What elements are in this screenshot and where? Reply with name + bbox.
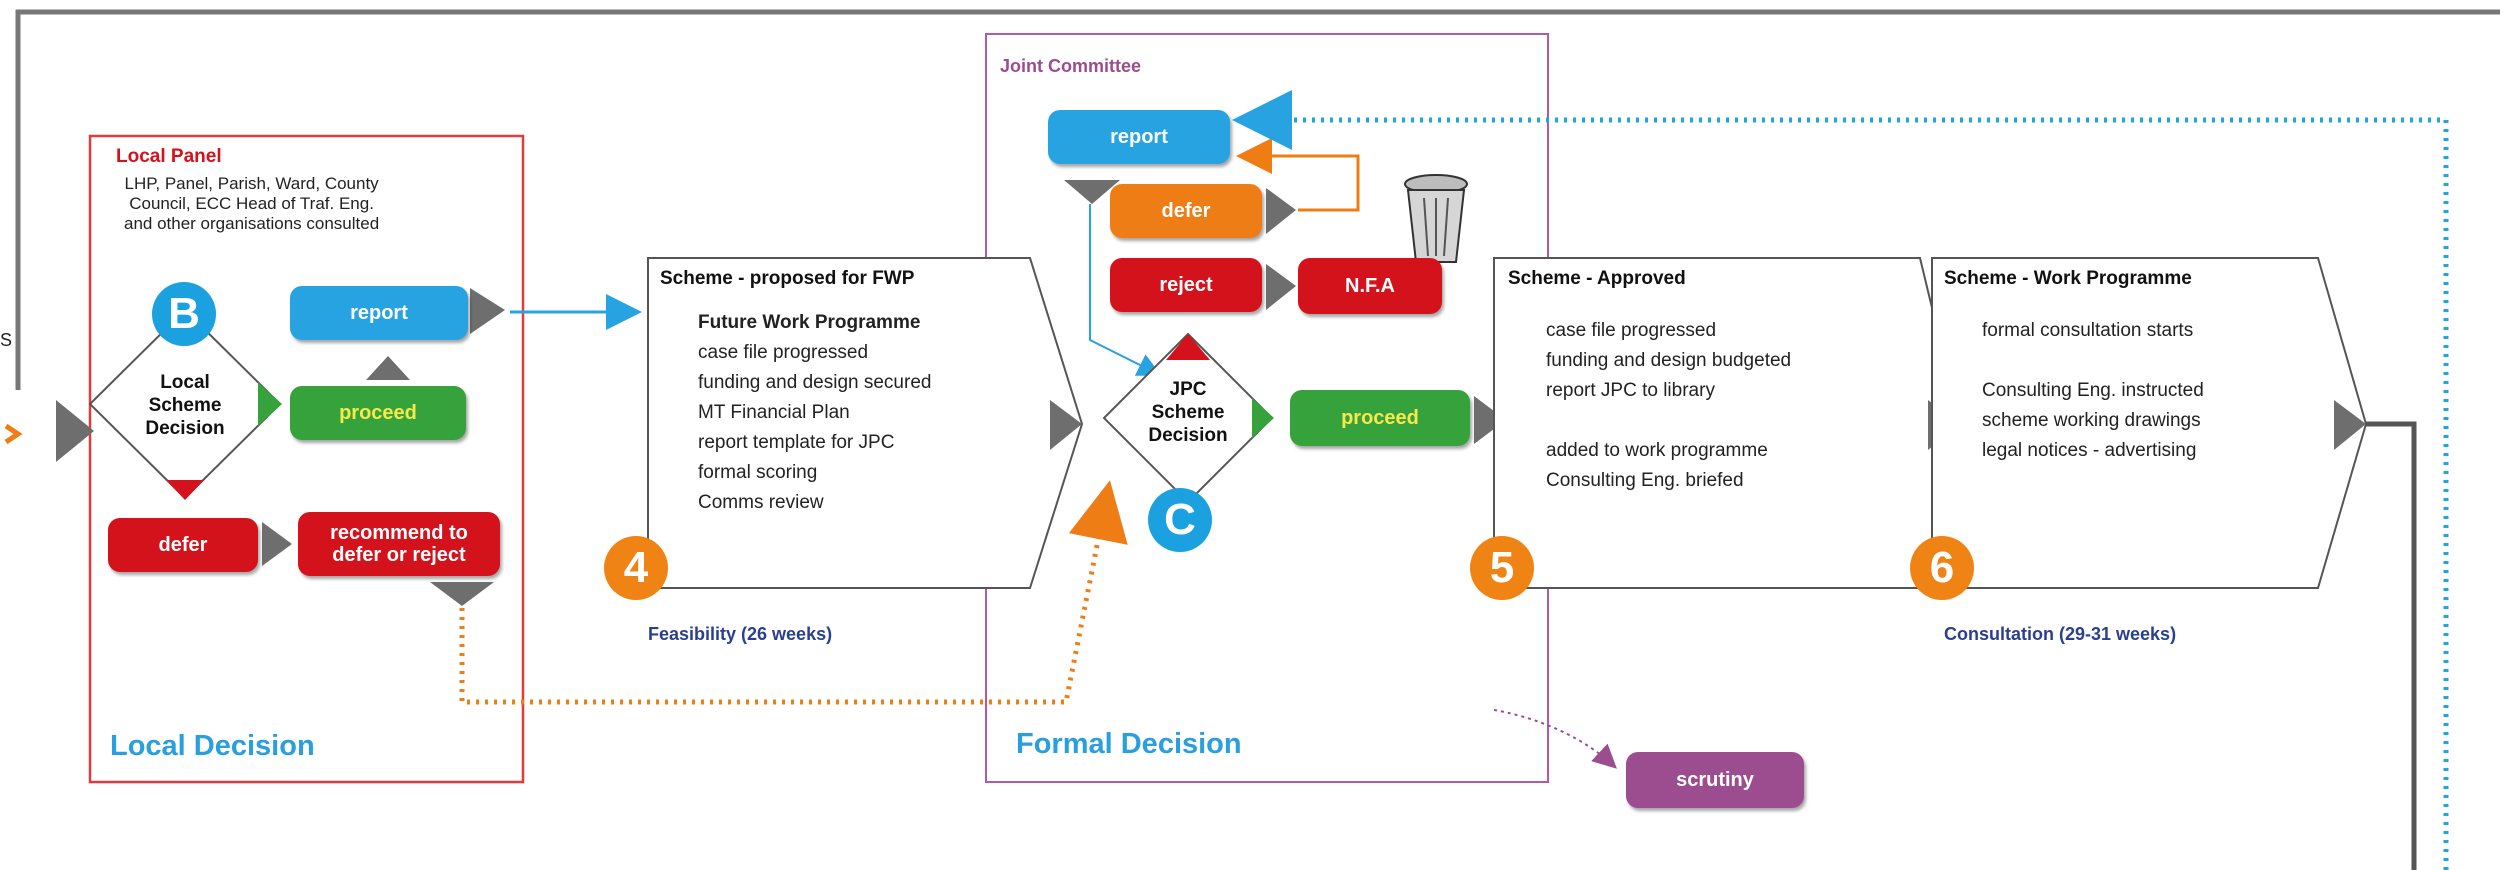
list-item: funding and design secured bbox=[698, 372, 932, 393]
list-item bbox=[1982, 346, 2204, 376]
list-item: Comms review bbox=[698, 492, 824, 513]
work-programme-chevron bbox=[2334, 400, 2366, 450]
jpc-diamond-red-tip bbox=[1166, 334, 1210, 360]
recommend-line: defer or reject bbox=[332, 544, 466, 566]
local-decision-label: Local Scheme Decision bbox=[135, 371, 235, 440]
jc-defer-button[interactable]: defer bbox=[1110, 184, 1262, 238]
decision-line: Decision bbox=[145, 418, 225, 439]
list-item: case file progressed bbox=[698, 342, 869, 363]
description-line: LHP, Panel, Parish, Ward, County bbox=[124, 174, 379, 193]
list-item: case file progressed bbox=[1546, 320, 1717, 341]
local-proceed-button[interactable]: proceed bbox=[290, 386, 466, 440]
jc-reject-chevron bbox=[1266, 264, 1296, 310]
jc-reject-button[interactable]: reject bbox=[1110, 258, 1262, 312]
exit-line bbox=[2366, 421, 2417, 870]
work-programme-list: formal consultation starts Consulting En… bbox=[1982, 316, 2204, 466]
jc-report-down-chevron bbox=[1064, 180, 1120, 204]
local-decision-footer: Local Decision bbox=[110, 730, 315, 762]
entry-chevron bbox=[56, 400, 94, 462]
nfa-button[interactable]: N.F.A bbox=[1298, 258, 1442, 314]
return-dotted-line bbox=[1232, 90, 2449, 870]
local-defer-button[interactable]: defer bbox=[108, 518, 258, 572]
feasibility-duration: Feasibility (26 weeks) bbox=[648, 624, 833, 644]
jc-proceed-button[interactable]: proceed bbox=[1290, 390, 1470, 446]
local-proceed-up-chevron bbox=[366, 356, 410, 380]
local-panel-description: LHP, Panel, Parish, Ward, County Council… bbox=[124, 174, 379, 234]
local-panel-frame bbox=[88, 134, 525, 784]
list-item: report template for JPC bbox=[698, 432, 895, 453]
consultation-duration: Consultation (29-31 weeks) bbox=[1944, 624, 2177, 644]
approved-list: case file progressed funding and design … bbox=[1546, 316, 1791, 496]
list-item: Consulting Eng. briefed bbox=[1546, 470, 1744, 491]
jc-report-button[interactable]: report bbox=[1048, 110, 1230, 164]
work-programme-title: Scheme - Work Programme bbox=[1944, 268, 2192, 289]
list-item: Future Work Programme bbox=[698, 312, 921, 333]
list-item: funding and design budgeted bbox=[1546, 350, 1792, 371]
list-item: legal notices - advertising bbox=[1982, 440, 2197, 461]
list-item: added to work programme bbox=[1546, 440, 1768, 461]
work-programme-card-shape bbox=[1931, 257, 2368, 589]
badge-c: C bbox=[1148, 488, 1212, 552]
edge-letter: S bbox=[0, 330, 13, 350]
decision-line: JPC bbox=[1169, 379, 1207, 400]
recommend-line: recommend to bbox=[330, 522, 468, 544]
list-item: MT Financial Plan bbox=[698, 402, 850, 423]
decision-line: Scheme bbox=[148, 395, 222, 416]
formal-decision-footer: Formal Decision bbox=[1016, 728, 1242, 760]
local-diamond-green-tip bbox=[258, 382, 282, 426]
jpc-diamond-green-tip bbox=[1252, 398, 1274, 438]
badge-4: 4 bbox=[604, 536, 668, 600]
feasibility-list: Future Work Programme case file progress… bbox=[698, 308, 931, 518]
description-line: Council, ECC Head of Traf. Eng. bbox=[129, 194, 374, 213]
decision-line: Local bbox=[160, 372, 210, 393]
badge-5: 5 bbox=[1470, 536, 1534, 600]
badge-6: 6 bbox=[1910, 536, 1974, 600]
list-item: formal scoring bbox=[698, 462, 818, 483]
local-report-chevron bbox=[470, 288, 505, 334]
feasibility-card-shape bbox=[647, 257, 1084, 589]
local-diamond-red-tip bbox=[166, 480, 204, 500]
local-defer-chevron bbox=[262, 522, 292, 566]
scrutiny-dotted-arrow bbox=[1493, 709, 1617, 769]
report-to-jpc-blue-arrow bbox=[1089, 204, 1162, 376]
feasibility-title: Scheme - proposed for FWP bbox=[660, 268, 915, 289]
jc-proceed-chevron bbox=[1474, 396, 1506, 444]
list-item bbox=[1546, 406, 1791, 436]
list-item: report JPC to library bbox=[1546, 380, 1715, 401]
entry-orange-arrow bbox=[4, 423, 23, 445]
badge-b: B bbox=[152, 282, 216, 346]
recommend-defer-reject-button[interactable]: recommend to defer or reject bbox=[298, 512, 500, 576]
decision-line: Scheme bbox=[1151, 402, 1225, 423]
top-feedback-line bbox=[15, 9, 2500, 390]
feasibility-chevron bbox=[1050, 400, 1082, 450]
joint-committee-title: Joint Committee bbox=[1000, 56, 1142, 76]
list-item: formal consultation starts bbox=[1982, 320, 2194, 341]
approved-title: Scheme - Approved bbox=[1508, 268, 1686, 289]
local-report-button[interactable]: report bbox=[290, 286, 468, 340]
defer-loop-arrow bbox=[1236, 138, 1360, 212]
description-line: and other organisations consulted bbox=[124, 214, 380, 233]
jc-defer-chevron bbox=[1266, 188, 1296, 234]
local-recommend-chevron bbox=[430, 582, 494, 606]
scrutiny-button[interactable]: scrutiny bbox=[1626, 752, 1804, 808]
recommend-to-jpc-dotted bbox=[459, 480, 1128, 705]
decision-line: Decision bbox=[1148, 425, 1228, 446]
list-item: Consulting Eng. instructed bbox=[1982, 380, 2204, 401]
trash-icon bbox=[1404, 174, 1468, 263]
jpc-decision-label: JPC Scheme Decision bbox=[1140, 378, 1236, 447]
local-panel-title: Local Panel bbox=[116, 146, 222, 167]
list-item: scheme working drawings bbox=[1982, 410, 2201, 431]
